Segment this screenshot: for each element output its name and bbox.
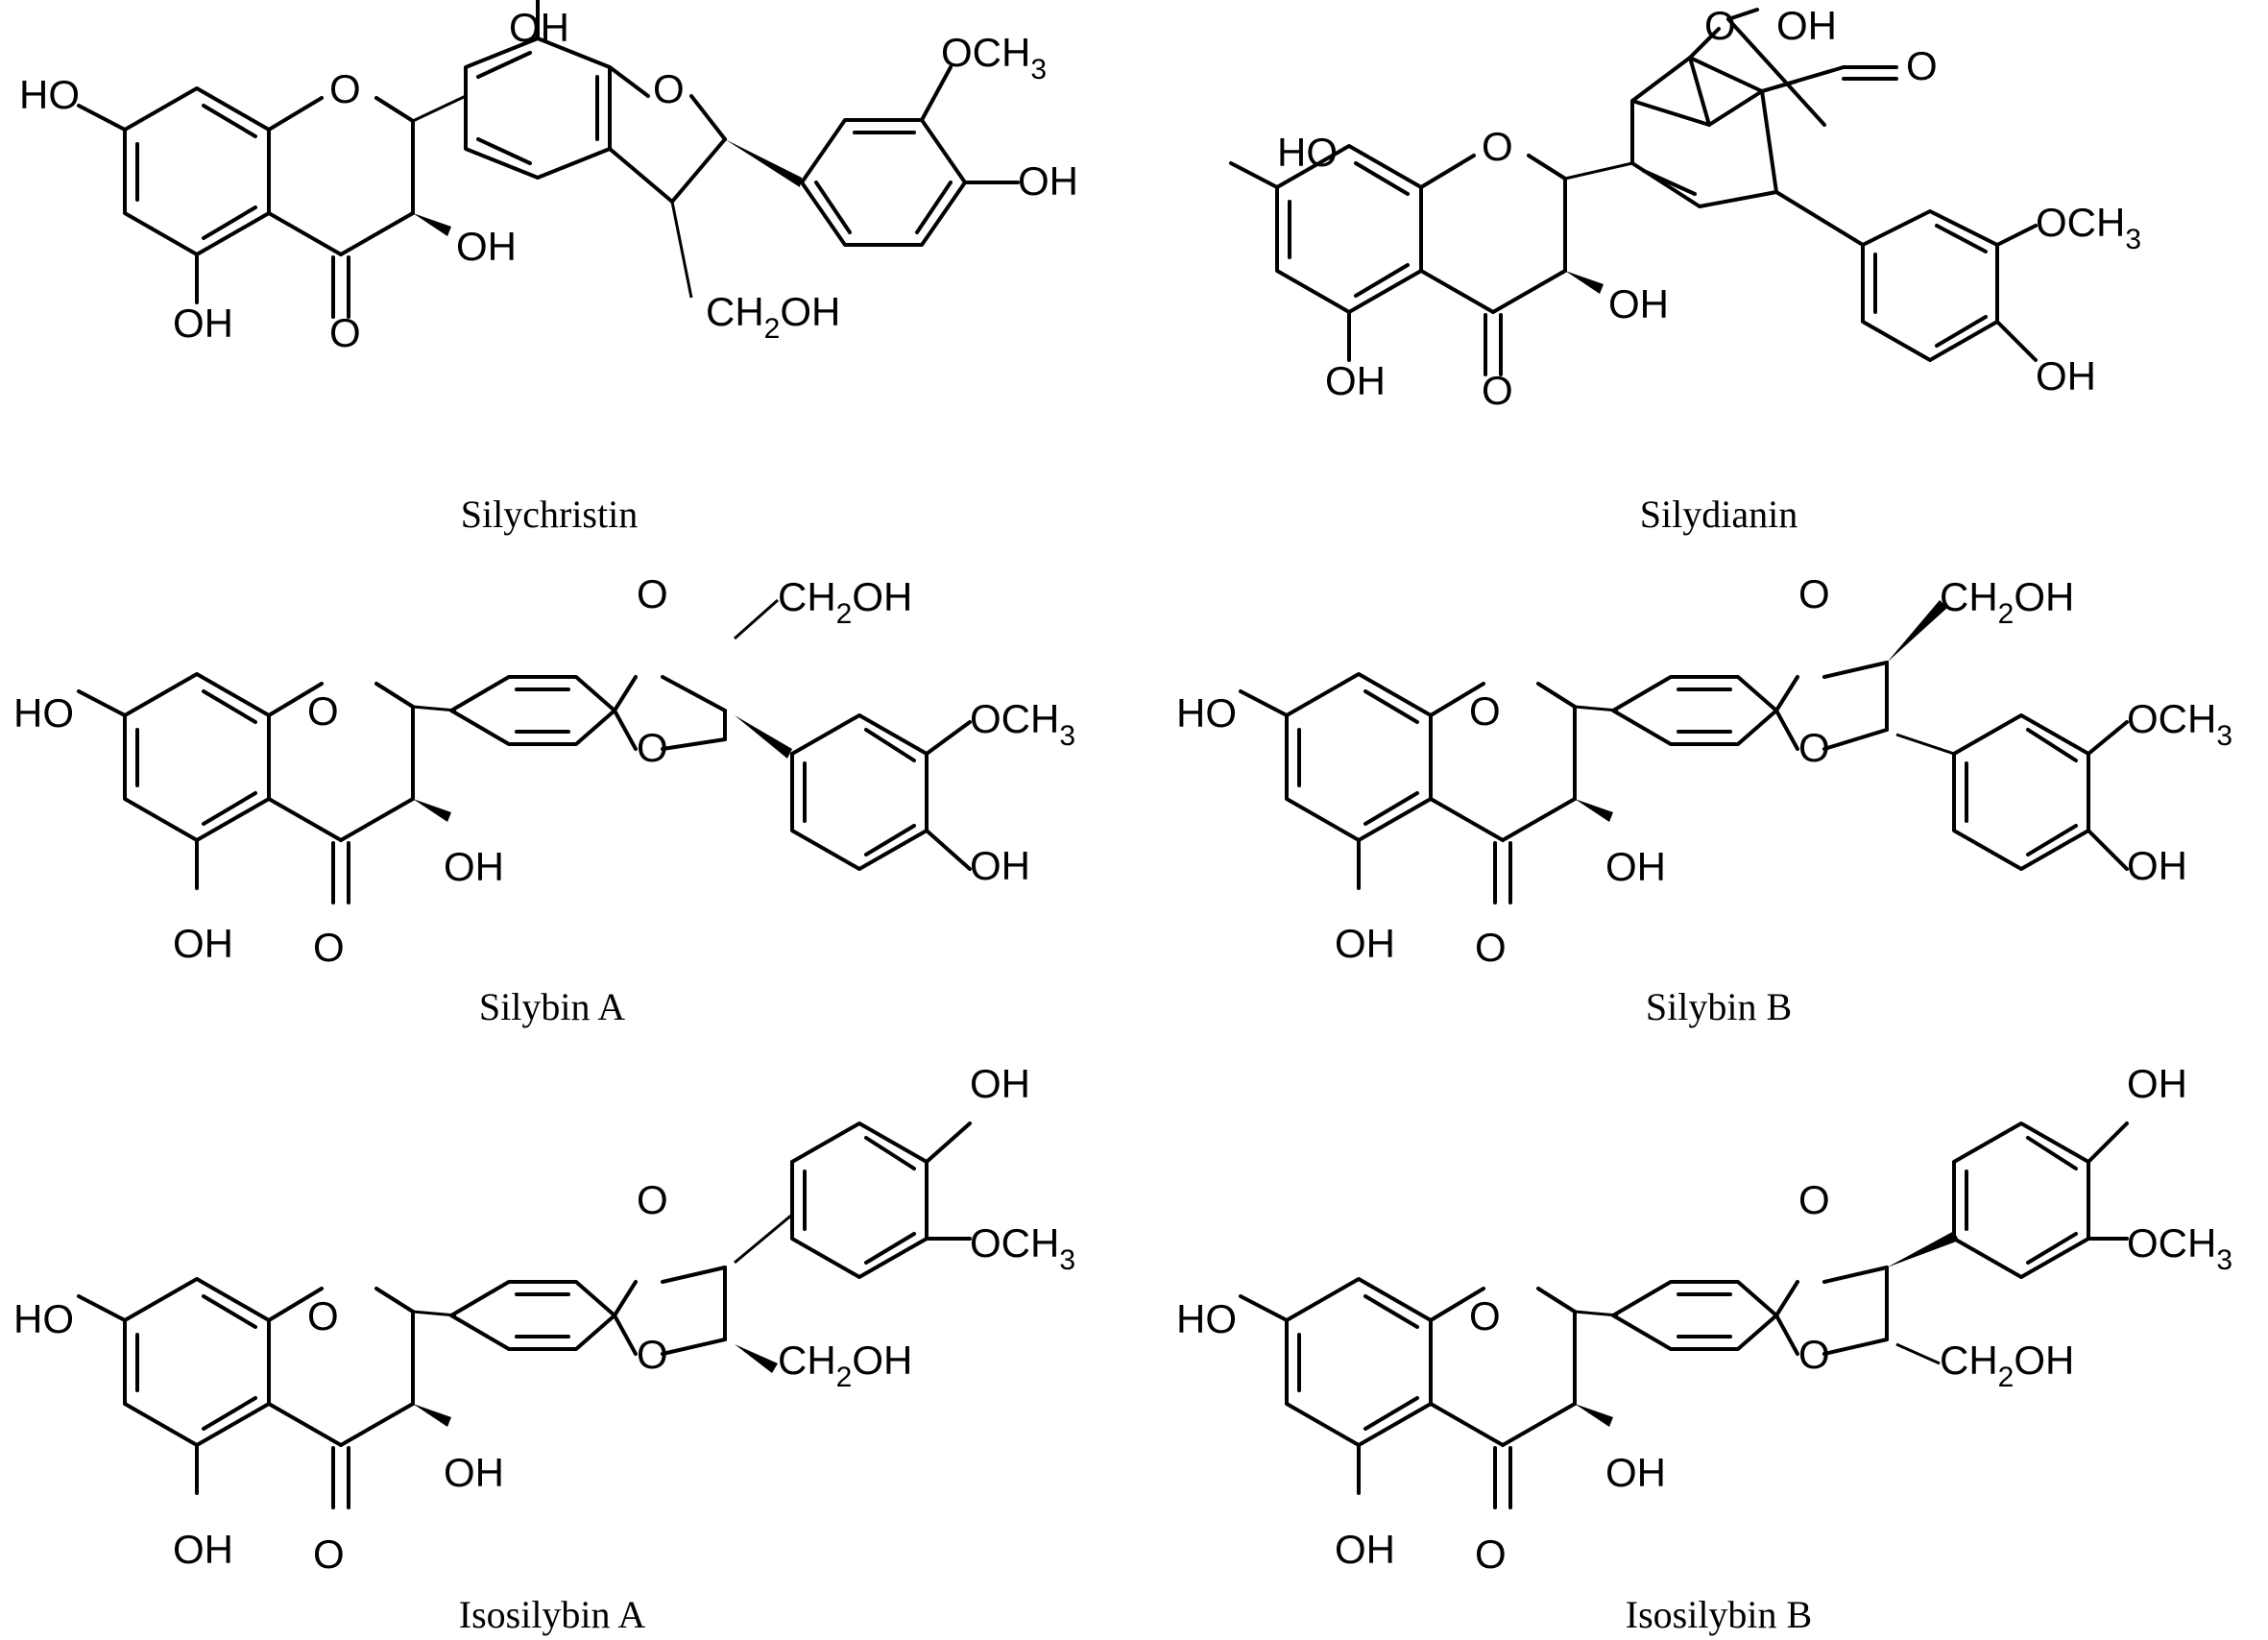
atom-o-ring: O: [307, 688, 339, 734]
atom-o-ring: O: [1469, 1293, 1501, 1339]
atom-o-dioxane-1: O: [1798, 571, 1830, 616]
atom-o-bridge: O: [1704, 3, 1736, 48]
atom-o-ketone: O: [313, 1531, 345, 1577]
atom-o-dioxane-1: O: [1798, 1177, 1830, 1222]
atom-oh-5: OH: [1325, 358, 1386, 403]
atom-o-ketone: O: [329, 310, 361, 355]
atom-ch2oh: CH2OH: [1940, 1338, 2074, 1393]
atom-och3: OCH3: [2127, 1220, 2232, 1276]
atom-oh-4prime: OH: [970, 843, 1030, 888]
isosilybin-a-structure: HO O OH O OH O O CH2OH OH OCH3 Isosilybi…: [13, 1061, 1075, 1636]
atom-o-ring: O: [329, 66, 361, 111]
atom-o-ketone: O: [1475, 1531, 1507, 1577]
atom-oh-5: OH: [173, 921, 233, 966]
atom-ho-7: HO: [1176, 690, 1237, 736]
atom-och3: OCH3: [2127, 696, 2232, 752]
silybin-a-structure: HO O OH O OH O O CH2OH OCH3 OH Silybin A: [13, 571, 1075, 1028]
caption-isosilybin-b: Isosilybin B: [1626, 1593, 1812, 1636]
atom-oh-4prime: OH: [970, 1061, 1030, 1106]
atom-oh-3: OH: [456, 224, 517, 269]
isosilybin-b-structure: HO O OH O OH O O CH2OH OH OCH3 Isosilybi…: [1176, 1061, 2232, 1636]
caption-silychristin: Silychristin: [461, 493, 638, 536]
atom-o-cage-ketone: O: [1906, 43, 1938, 88]
caption-isosilybin-a: Isosilybin A: [459, 1593, 646, 1636]
atom-oh-5: OH: [173, 1527, 233, 1572]
atom-o-dioxane-1: O: [637, 571, 668, 616]
atom-oh-5: OH: [1335, 1527, 1395, 1572]
atom-oh-hemiketal: OH: [1776, 3, 1837, 48]
atom-oh-4prime: OH: [1018, 158, 1078, 204]
atom-o-ring: O: [307, 1293, 339, 1339]
atom-ho-7: HO: [1277, 130, 1338, 175]
atom-och3: OCH3: [970, 1220, 1075, 1276]
atom-ch2oh: CH2OH: [778, 574, 912, 630]
silychristin-structure: HO O OH O OH OH O CH2OH OCH3 OH Silychri: [19, 0, 1078, 536]
atom-ho-7: HO: [19, 72, 80, 117]
atom-o-ketone: O: [1475, 925, 1507, 970]
atom-och3: OCH3: [941, 30, 1047, 85]
atom-oh-3: OH: [1608, 281, 1669, 326]
atom-o-ketone: O: [313, 925, 345, 970]
atom-o-dioxane-1: O: [637, 1177, 668, 1222]
atom-oh-5: OH: [173, 301, 233, 346]
atom-oh-3: OH: [444, 1450, 504, 1495]
atom-o-furan: O: [653, 66, 685, 111]
silydianin-structure: HO O OH O OH O OH O OCH3 OH Silydianin: [1229, 3, 2141, 536]
atom-oh-7-benzofuran: OH: [509, 5, 569, 50]
atom-o-ring: O: [1482, 124, 1513, 169]
atom-ch2oh: CH2OH: [1940, 574, 2074, 630]
atom-oh-5: OH: [1335, 921, 1395, 966]
atom-oh-3: OH: [1605, 1450, 1666, 1495]
silybin-b-structure: HO O OH O OH O O CH2OH OCH3 OH Silybin B: [1176, 571, 2232, 1028]
caption-silybin-a: Silybin A: [479, 985, 625, 1028]
atom-oh-4prime: OH: [2127, 1061, 2187, 1106]
atom-o-ring: O: [1469, 688, 1501, 734]
atom-och3: OCH3: [970, 696, 1075, 752]
caption-silybin-b: Silybin B: [1646, 985, 1792, 1028]
atom-och3: OCH3: [2036, 200, 2141, 255]
atom-ho-7: HO: [13, 690, 74, 736]
atom-ho-7: HO: [1176, 1296, 1237, 1341]
atom-oh-4prime: OH: [2127, 843, 2187, 888]
atom-o-ketone: O: [1482, 368, 1513, 413]
atom-o-dioxane-2: O: [637, 725, 668, 770]
atom-oh-3: OH: [444, 844, 504, 889]
atom-oh-3: OH: [1605, 844, 1666, 889]
atom-ch2oh: CH2OH: [778, 1338, 912, 1393]
caption-silydianin: Silydianin: [1640, 493, 1798, 536]
atom-ho-7: HO: [13, 1296, 74, 1341]
atom-ch2oh: CH2OH: [706, 289, 840, 345]
atom-oh-4prime: OH: [2036, 353, 2096, 398]
